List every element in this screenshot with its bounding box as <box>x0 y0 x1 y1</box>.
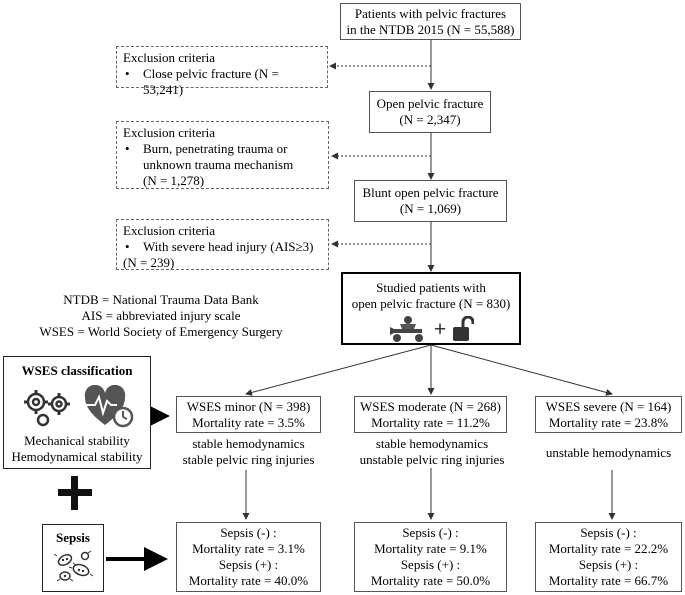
group-mortality: Mortality rate = 11.2% <box>371 414 490 430</box>
exclusion-box-3: Exclusion criteria • With severe head inj… <box>116 219 329 270</box>
legend-wses: WSES = World Society of Emergency Surger… <box>39 324 283 339</box>
open-line1: Open pelvic fracture <box>376 96 484 111</box>
group-box-moderate: WSES moderate (N = 268) Mortality rate =… <box>354 396 507 433</box>
plus-sign-small: + <box>433 316 447 341</box>
exclusion-title: Exclusion criteria <box>123 223 216 238</box>
wses-title: WSES classification <box>21 363 133 378</box>
sepsis-outcome-minor: Sepsis (-) : Mortality rate = 3.1% Sepsi… <box>176 522 321 592</box>
group-name: WSES moderate (N = 268) <box>360 398 501 414</box>
description-line: stable pelvic ring injuries <box>182 452 315 467</box>
sepsis-outcome-moderate: Sepsis (-) : Mortality rate = 9.1% Sepsi… <box>354 522 507 592</box>
wses-line1: Mechanical stability <box>24 433 130 448</box>
exclusion-count: (N = 239) <box>123 255 175 270</box>
sepsis-negative-label: Sepsis (-) : <box>220 525 277 540</box>
sepsis-negative-mortality: Mortality rate = 3.1% <box>192 541 305 556</box>
sepsis-negative-mortality: Mortality rate = 9.1% <box>374 541 487 556</box>
studied-box: Studied patients with open pelvic fractu… <box>341 272 521 345</box>
legend-ais: AIS = abbreviated injury scale <box>81 308 241 323</box>
wses-line2: Hemodynamical stability <box>11 449 143 464</box>
group-mortality: Mortality rate = 23.8% <box>548 414 669 430</box>
exclusion-item: Close pelvic fracture (N = 53,241) <box>143 66 279 97</box>
sepsis-positive-mortality: Mortality rate = 50.0% <box>370 573 491 588</box>
start-line1: Patients with pelvic fractures <box>354 5 507 21</box>
sepsis-positive-label: Sepsis (+) : <box>218 557 279 572</box>
sepsis-negative-label: Sepsis (-) : <box>580 525 637 540</box>
sepsis-outcome-severe: Sepsis (-) : Mortality rate = 22.2% Seps… <box>535 522 682 592</box>
group-description-minor: stable hemodynamics stable pelvic ring i… <box>166 436 331 468</box>
open-fracture-box: Open pelvic fracture (N = 2,347) <box>369 91 491 133</box>
bullet-marker: • <box>125 66 130 81</box>
group-mortality: Mortality rate = 3.5% <box>192 414 305 430</box>
sepsis-negative-mortality: Mortality rate = 22.2% <box>548 541 669 556</box>
sepsis-positive-mortality: Mortality rate = 40.0% <box>188 573 309 588</box>
description-line: stable hemodynamics <box>192 436 305 451</box>
bacteria-icon <box>53 550 94 582</box>
exclusion-item: unknown trauma mechanism <box>143 157 294 172</box>
ambulance-patient-icon <box>389 316 423 342</box>
exclusion-box-1: Exclusion criteria • Close pelvic fractur… <box>116 46 328 97</box>
bullet-marker: • <box>125 141 130 156</box>
description-line: unstable hemodynamics <box>545 445 672 460</box>
wses-classification-box: WSES classification Mechanic <box>3 356 151 469</box>
sepsis-positive-mortality: Mortality rate = 66.7% <box>548 573 669 588</box>
sepsis-title: Sepsis <box>56 530 90 545</box>
group-box-severe: WSES severe (N = 164) Mortality rate = 2… <box>535 396 682 433</box>
sepsis-positive-label: Sepsis (+) : <box>578 557 639 572</box>
legend-ntdb: NTDB = National Trauma Data Bank <box>63 292 259 307</box>
description-line: unstable pelvic ring injuries <box>359 452 505 467</box>
sepsis-box: Sepsis <box>42 524 104 592</box>
sepsis-positive-label: Sepsis (+) : <box>400 557 461 572</box>
start-box: Patients with pelvic fractures in the NT… <box>340 3 521 40</box>
bullet-marker: • <box>125 239 130 254</box>
group-description-severe: unstable hemodynamics <box>535 445 682 461</box>
group-box-minor: WSES minor (N = 398) Mortality rate = 3.… <box>176 396 321 433</box>
unlocked-padlock-icon <box>453 316 475 341</box>
start-line2: in the NTDB 2015 (N = 55,588) <box>346 21 515 37</box>
blunt-line2: (N = 1,069) <box>399 201 462 216</box>
studied-line2: open pelvic fracture (N = 830) <box>351 296 511 311</box>
heart-monitor-icon <box>84 385 134 428</box>
studied-line1: Studied patients with <box>376 280 486 295</box>
exclusion-item: With severe head injury (AIS≥3) <box>143 239 314 254</box>
exclusion-title: Exclusion criteria <box>123 125 216 140</box>
exclusion-count: (N = 1,278) <box>143 173 205 188</box>
group-description-moderate: stable hemodynamics unstable pelvic ring… <box>346 436 518 468</box>
group-name: WSES minor (N = 398) <box>186 398 311 414</box>
group-name: WSES severe (N = 164) <box>545 398 672 414</box>
exclusion-item: Burn, penetrating trauma or <box>143 141 288 156</box>
plus-sign-large <box>58 476 92 510</box>
sepsis-negative-label: Sepsis (-) : <box>402 525 459 540</box>
abbreviations-legend: NTDB = National Trauma Data Bank AIS = a… <box>30 292 292 340</box>
blunt-line1: Blunt open pelvic fracture <box>362 185 499 200</box>
description-line: stable hemodynamics <box>375 436 489 451</box>
blunt-fracture-box: Blunt open pelvic fracture (N = 1,069) <box>354 180 507 222</box>
gears-icon <box>24 390 70 427</box>
exclusion-title: Exclusion criteria <box>123 50 216 65</box>
open-line2: (N = 2,347) <box>399 112 461 127</box>
exclusion-box-2: Exclusion criteria • Burn, penetrating tr… <box>116 121 329 189</box>
